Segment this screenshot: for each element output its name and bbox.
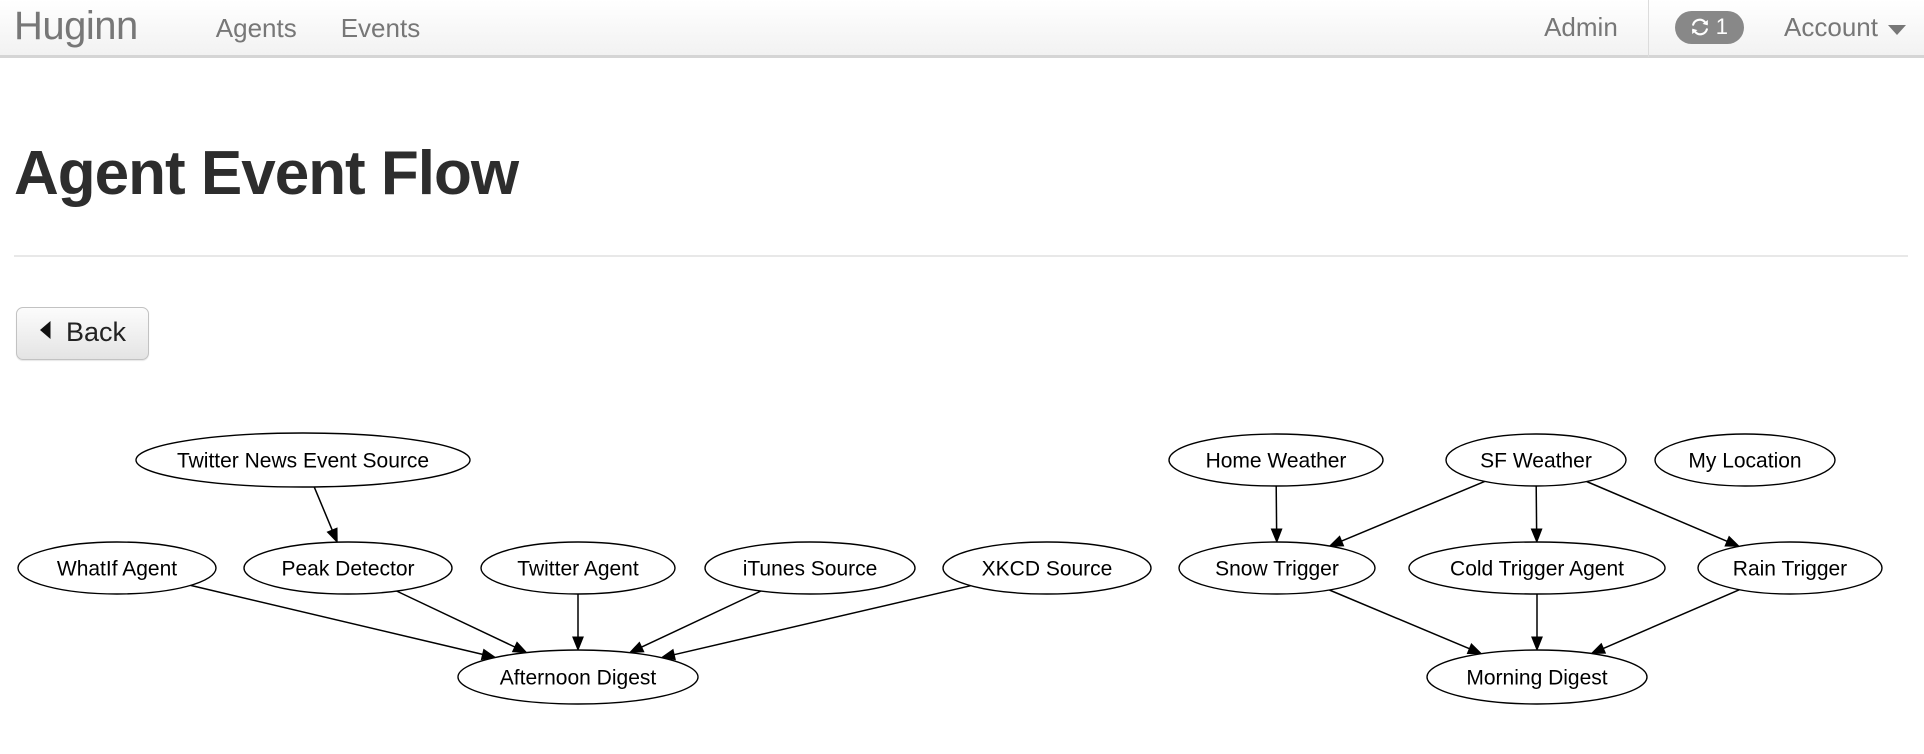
node-label: Afternoon Digest: [500, 667, 657, 690]
primary-nav: Agents Events: [194, 0, 442, 57]
chevron-left-icon: [37, 319, 54, 346]
graph-edge: [313, 486, 338, 544]
graph-node-xkcd-source[interactable]: XKCD Source: [942, 541, 1152, 595]
node-ellipse: [704, 541, 916, 595]
graph-edge: [1329, 589, 1483, 655]
graph-node-home-weather[interactable]: Home Weather: [1168, 433, 1384, 487]
node-label: Rain Trigger: [1733, 558, 1847, 581]
account-label: Account: [1784, 12, 1878, 42]
graph-edge: [660, 584, 971, 661]
node-label: Home Weather: [1206, 450, 1347, 473]
node-label: Cold Trigger Agent: [1450, 558, 1624, 581]
worker-status-badge[interactable]: 1: [1674, 11, 1745, 44]
nav-item-agents[interactable]: Agents: [215, 12, 297, 43]
back-button-label: Back: [66, 317, 127, 347]
node-ellipse: [1408, 541, 1666, 595]
nav-right-group: Admin 1 Account: [1514, 0, 1924, 57]
node-ellipse: [135, 432, 471, 488]
graph-edge: [1586, 480, 1741, 547]
node-ellipse: [1178, 541, 1376, 595]
graph-edge: [1270, 485, 1283, 544]
graph-node-sf-weather[interactable]: SF Weather: [1445, 433, 1627, 487]
graph-node-itunes-source[interactable]: iTunes Source: [704, 541, 916, 595]
node-label: WhatIf Agent: [57, 558, 177, 581]
worker-status-container: 1: [1649, 0, 1770, 57]
node-label: My Location: [1688, 450, 1801, 473]
graph-node-cold-trigger-agent[interactable]: Cold Trigger Agent: [1408, 541, 1666, 595]
chevron-down-icon: [1888, 24, 1906, 35]
node-ellipse: [1168, 433, 1384, 487]
node-label: Twitter Agent: [517, 558, 639, 581]
node-ellipse: [457, 649, 699, 705]
node-ellipse: [942, 541, 1152, 595]
graph-node-peak-detector[interactable]: Peak Detector: [243, 541, 453, 595]
back-button[interactable]: Back: [16, 307, 150, 360]
node-ellipse: [480, 541, 676, 595]
page-title: Agent Event Flow: [14, 139, 519, 208]
worker-count: 1: [1715, 14, 1729, 39]
graph-edge: [1328, 480, 1485, 547]
nav-item-events[interactable]: Events: [340, 12, 421, 43]
graph-node-my-location[interactable]: My Location: [1654, 433, 1836, 487]
graph-edges: [190, 480, 1741, 661]
title-divider: [14, 255, 1908, 257]
graph-edge: [628, 590, 762, 654]
graph-node-morning-digest[interactable]: Morning Digest: [1426, 649, 1648, 705]
node-ellipse: [1697, 541, 1883, 595]
refresh-sync-icon: [1689, 16, 1711, 38]
graph-edge: [572, 594, 584, 652]
node-label: Snow Trigger: [1215, 558, 1339, 581]
graph-node-rain-trigger[interactable]: Rain Trigger: [1697, 541, 1883, 595]
node-label: Peak Detector: [281, 558, 414, 581]
graph-edge: [396, 590, 528, 654]
node-label: Twitter News Event Source: [177, 450, 429, 473]
brand-logo[interactable]: Huginn: [14, 3, 138, 48]
graph-node-twitter-news-event-source[interactable]: Twitter News Event Source: [135, 432, 471, 488]
graph-node-whatif-agent[interactable]: WhatIf Agent: [17, 541, 217, 595]
graph-node-snow-trigger[interactable]: Snow Trigger: [1178, 541, 1376, 595]
node-label: SF Weather: [1480, 450, 1592, 473]
graph-edge: [1530, 485, 1543, 544]
graph-edge: [190, 584, 497, 661]
node-label: iTunes Source: [743, 558, 878, 581]
nav-item-admin[interactable]: Admin: [1544, 12, 1618, 42]
node-ellipse: [17, 541, 217, 595]
node-ellipse: [1445, 433, 1627, 487]
graph-node-twitter-agent[interactable]: Twitter Agent: [480, 541, 676, 595]
top-navbar: Huginn Agents Events Admin: [0, 0, 1924, 58]
node-ellipse: [1426, 649, 1648, 705]
graph-edge: [1531, 594, 1543, 652]
node-label: Morning Digest: [1466, 667, 1607, 690]
node-ellipse: [1654, 433, 1836, 487]
main-container: Agent Event Flow Back: [0, 58, 1924, 360]
node-ellipse: [243, 541, 453, 595]
graph-edge: [1590, 589, 1740, 655]
nav-divider: [1647, 0, 1649, 57]
nav-item-account[interactable]: Account: [1770, 0, 1924, 55]
graph-node-afternoon-digest[interactable]: Afternoon Digest: [457, 649, 699, 705]
node-label: XKCD Source: [982, 558, 1113, 581]
